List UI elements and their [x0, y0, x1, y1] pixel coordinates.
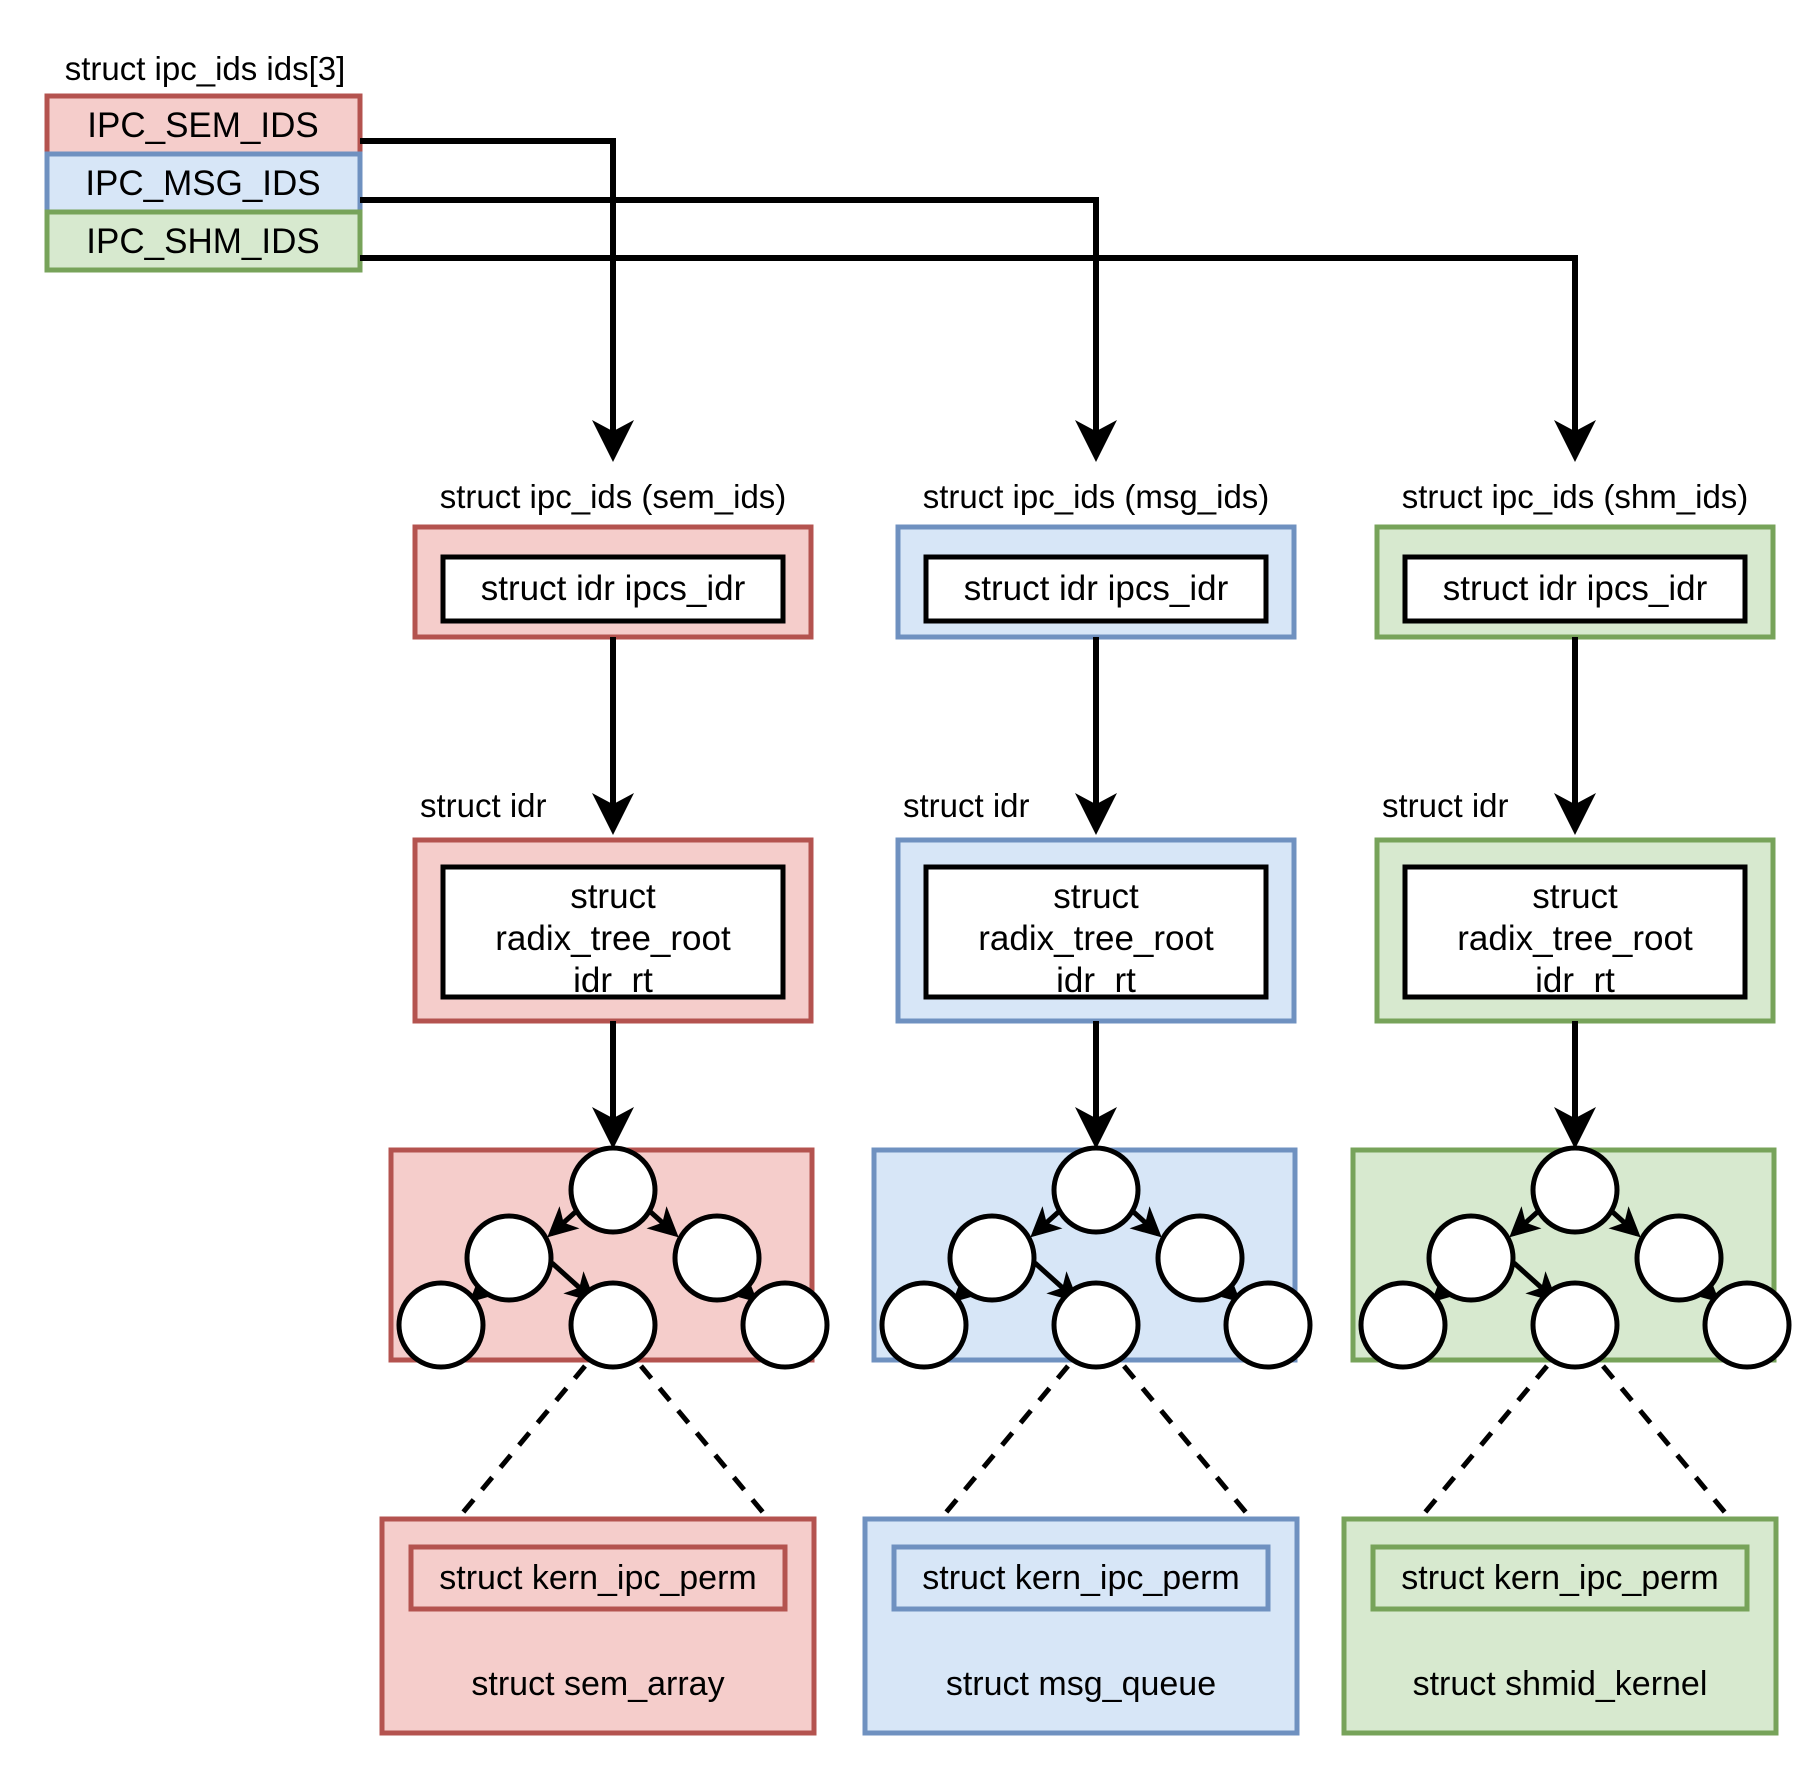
sem-radix-root-line3: idr_rt [573, 961, 653, 1000]
shm-radix-root-line2: radix_tree_root [1457, 919, 1693, 958]
connector-msg [360, 197, 1117, 462]
tree-node[interactable] [1634, 1213, 1724, 1303]
shm-ids-caption: struct ipc_ids (shm_ids) [1402, 478, 1749, 515]
sem-kern-ipc-perm-label: struct kern_ipc_perm [439, 1559, 756, 1597]
root-row-shm-box[interactable] [44, 209, 363, 273]
shm-kern-ipc-perm-box[interactable] [1370, 1544, 1750, 1612]
shm-object-label: struct shmid_kernel [1413, 1665, 1708, 1703]
sem-radix-root-box[interactable] [440, 864, 786, 1000]
root-row-shm-label: IPC_SHM_IDS [86, 222, 319, 261]
shm-radix-root-box[interactable] [1402, 864, 1748, 1000]
tree-node[interactable] [1530, 1280, 1620, 1370]
tree-node[interactable] [1155, 1213, 1245, 1303]
shm-kern-ipc-perm-label: struct kern_ipc_perm [1401, 1559, 1718, 1597]
tree-node[interactable] [947, 1213, 1037, 1303]
sem-object-label: struct sem_array [471, 1665, 724, 1703]
root-to-column-connectors [360, 138, 1596, 462]
tree-node[interactable] [1223, 1280, 1313, 1370]
shm-tree-nodes [1358, 1145, 1792, 1370]
tree-node[interactable] [740, 1280, 830, 1370]
shm-radix-root-line1: struct [1532, 877, 1618, 916]
msg-kern-ipc-perm-label: struct kern_ipc_perm [922, 1559, 1239, 1597]
tree-node[interactable] [1051, 1145, 1141, 1235]
shm-ipcs-idr-box[interactable] [1402, 554, 1748, 624]
sem-ids-caption: struct ipc_ids (sem_ids) [440, 478, 787, 515]
shm-radix-root-line3: idr_rt [1535, 961, 1615, 1000]
column-shm: struct ipc_ids (shm_ids) struct idr ipcs… [1341, 478, 1792, 1736]
tree-node[interactable] [1530, 1145, 1620, 1235]
tree-node[interactable] [1051, 1280, 1141, 1370]
tree-node[interactable] [396, 1280, 486, 1370]
msg-ipcs-idr-box[interactable] [923, 554, 1269, 624]
msg-radix-root-box[interactable] [923, 864, 1269, 1000]
sem-ipcs-idr-box[interactable] [440, 554, 786, 624]
sem-idr-caption: struct idr [420, 787, 547, 824]
shm-ipcs-idr-label: struct idr ipcs_idr [1443, 569, 1708, 608]
msg-ids-caption: struct ipc_ids (msg_ids) [923, 478, 1270, 515]
sem-radix-root-line1: struct [570, 877, 656, 916]
connector-shm [360, 255, 1596, 462]
root-array-group: struct ipc_ids ids[3] IPC_SEM_IDS IPC_MS… [44, 50, 363, 273]
msg-ipcs-idr-label: struct idr ipcs_idr [964, 569, 1229, 608]
msg-radix-root-line2: radix_tree_root [978, 919, 1214, 958]
msg-idr-caption: struct idr [903, 787, 1030, 824]
root-row-sem-label: IPC_SEM_IDS [87, 106, 318, 145]
msg-kern-ipc-perm-box[interactable] [891, 1544, 1271, 1612]
sem-tree-nodes [396, 1145, 830, 1370]
msg-object-label: struct msg_queue [946, 1665, 1216, 1703]
shm-idr-caption: struct idr [1382, 787, 1509, 824]
root-array-caption: struct ipc_ids ids[3] [65, 50, 346, 87]
sem-kern-ipc-perm-box[interactable] [408, 1544, 788, 1612]
tree-node[interactable] [672, 1213, 762, 1303]
tree-node[interactable] [568, 1280, 658, 1370]
tree-node[interactable] [879, 1280, 969, 1370]
sem-radix-root-line2: radix_tree_root [495, 919, 731, 958]
connector-sem [360, 138, 634, 462]
msg-radix-root-line1: struct [1053, 877, 1139, 916]
tree-node[interactable] [1358, 1280, 1448, 1370]
root-row-msg-label: IPC_MSG_IDS [85, 164, 320, 203]
column-msg: struct ipc_ids (msg_ids) struct idr ipcs… [862, 478, 1313, 1736]
column-sem: struct ipc_ids (sem_ids) struct idr ipcs… [379, 478, 830, 1736]
msg-radix-root-line3: idr_rt [1056, 961, 1136, 1000]
msg-tree-nodes [879, 1145, 1313, 1370]
tree-node[interactable] [464, 1213, 554, 1303]
tree-node[interactable] [568, 1145, 658, 1235]
sem-ipcs-idr-label: struct idr ipcs_idr [481, 569, 746, 608]
tree-node[interactable] [1702, 1280, 1792, 1370]
tree-node[interactable] [1426, 1213, 1516, 1303]
